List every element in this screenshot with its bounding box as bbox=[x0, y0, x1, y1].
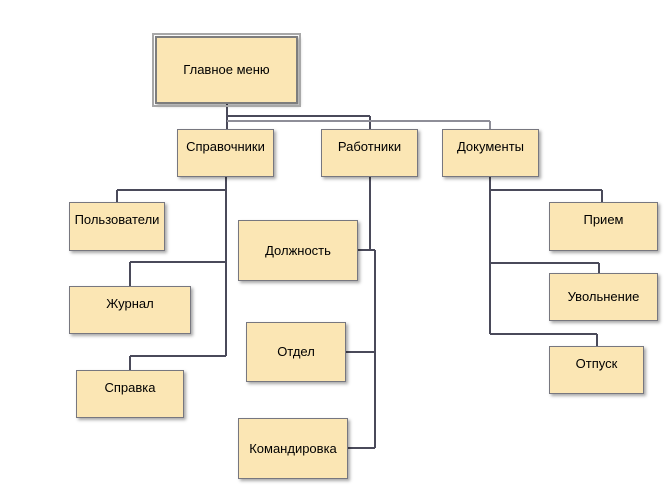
node-label: Главное меню bbox=[183, 62, 270, 77]
node-polzovateli: Пользователи bbox=[69, 202, 165, 251]
node-label: Отдел bbox=[277, 344, 315, 359]
dokumenty-connectors bbox=[489, 177, 603, 346]
node-label: Командировка bbox=[249, 440, 337, 456]
node-label: Журнал bbox=[106, 296, 154, 311]
node-uvolnenie: Увольнение bbox=[549, 273, 658, 321]
node-otdel: Отдел bbox=[246, 322, 346, 382]
node-label: Пользователи bbox=[74, 212, 160, 227]
node-dokumenty: Документы bbox=[442, 129, 539, 177]
node-label: Работники bbox=[337, 139, 402, 154]
node-label: Увольнение bbox=[567, 289, 640, 304]
node-priem: Прием bbox=[549, 202, 658, 251]
node-label: Документы bbox=[456, 139, 524, 154]
root-connectors bbox=[226, 104, 371, 129]
node-main-menu: Главное меню bbox=[152, 33, 301, 107]
rabotniki-connectors bbox=[346, 177, 376, 449]
node-dolzhnost: Должность bbox=[238, 220, 358, 281]
node-label: Должность bbox=[265, 242, 331, 258]
node-label: Справка bbox=[104, 380, 156, 395]
spravochniki-connectors bbox=[116, 177, 227, 370]
node-label: Отпуск bbox=[575, 356, 618, 371]
node-label: Справочники bbox=[186, 139, 265, 154]
root-to-dokumenty bbox=[227, 120, 491, 129]
node-otpusk: Отпуск bbox=[549, 346, 644, 394]
node-spravka: Справка bbox=[76, 370, 184, 418]
node-rabotniki: Работники bbox=[321, 129, 418, 177]
node-zhurnal: Журнал bbox=[69, 286, 191, 334]
node-komandirovka: Командировка bbox=[238, 418, 348, 479]
node-label: Прием bbox=[583, 212, 624, 227]
node-spravochniki: Справочники bbox=[177, 129, 274, 177]
